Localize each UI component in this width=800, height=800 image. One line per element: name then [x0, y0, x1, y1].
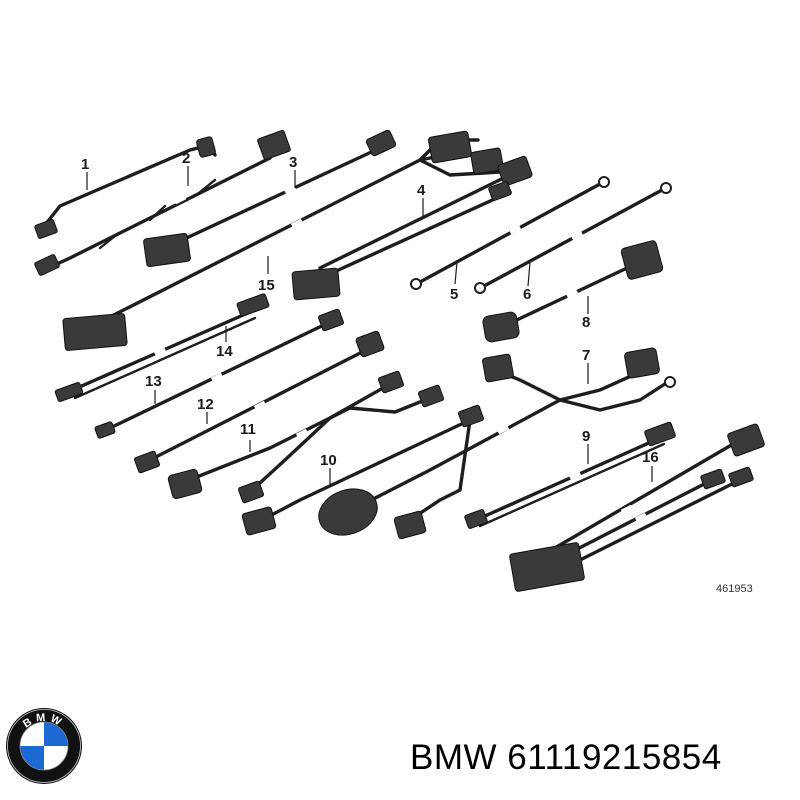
cable-4	[291, 155, 533, 301]
callout-10: 10	[320, 452, 337, 469]
callout-15: 15	[258, 277, 275, 294]
cable-8	[482, 240, 664, 343]
callout-numbers: 1 2 3 4 5 6 7 8 9 10 11 12 13 14 15 16	[81, 150, 659, 469]
cable-1	[34, 136, 217, 239]
cable-13	[94, 308, 345, 439]
callout-6: 6	[523, 286, 531, 303]
cable-5	[410, 176, 610, 290]
callout-8: 8	[582, 314, 590, 331]
callout-5: 5	[450, 286, 458, 303]
callout-1: 1	[81, 156, 89, 173]
callout-13: 13	[145, 373, 162, 390]
callout-4: 4	[417, 182, 426, 199]
part-number: 61119215854	[507, 738, 722, 777]
callout-14: 14	[216, 343, 233, 360]
cable-6	[474, 182, 672, 294]
cable-2	[34, 129, 291, 276]
callout-7: 7	[582, 347, 590, 364]
cable-9	[464, 421, 676, 529]
cable-16	[509, 423, 765, 592]
brand-name: BMW	[410, 738, 498, 777]
callout-16: 16	[642, 449, 659, 466]
cable-11	[167, 370, 445, 504]
callout-2: 2	[182, 150, 190, 167]
cable-15	[62, 130, 504, 351]
callout-9: 9	[582, 428, 590, 445]
cable-3	[143, 129, 397, 268]
cable-7	[318, 347, 676, 536]
callout-12: 12	[197, 396, 214, 413]
bmw-logo: BMW	[6, 708, 82, 784]
callout-3: 3	[289, 154, 297, 171]
part-caption: BMW 61119215854	[410, 738, 722, 778]
callout-11: 11	[240, 421, 256, 438]
diagram-reference-number: 461953	[716, 583, 753, 595]
leader-lines	[86, 166, 653, 484]
cable-14	[54, 293, 270, 403]
cable-10	[241, 404, 485, 540]
cable-12	[133, 330, 385, 474]
